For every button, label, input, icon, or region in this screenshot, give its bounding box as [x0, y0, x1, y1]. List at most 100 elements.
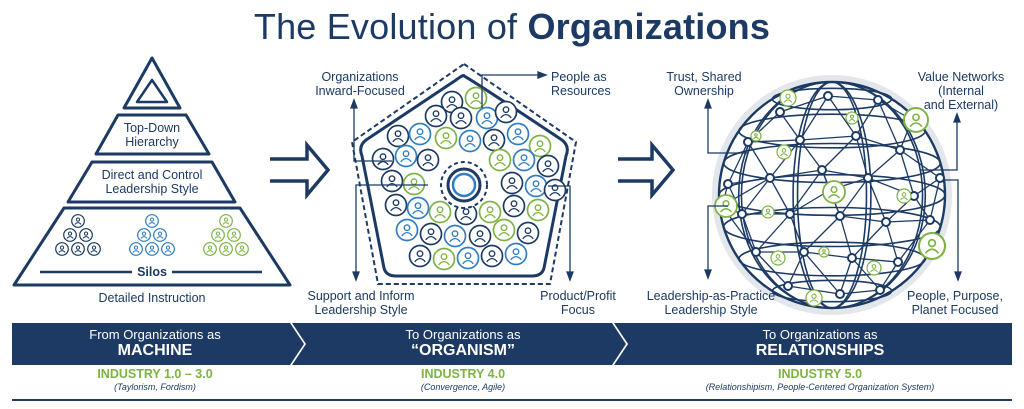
person-icon	[805, 289, 823, 307]
person-icon	[87, 242, 101, 256]
person-icon	[424, 104, 448, 128]
network-node	[775, 107, 785, 117]
pyramid-tier-2	[94, 113, 211, 156]
person-icon	[380, 169, 404, 193]
person-icon	[500, 171, 524, 195]
person-icon	[63, 228, 77, 242]
person-icon	[211, 228, 225, 242]
person-icon	[145, 214, 159, 228]
industry-machine-label: INDUSTRY 1.0 – 3.0	[97, 367, 213, 381]
person-icon	[219, 214, 233, 228]
person-icon	[488, 148, 512, 172]
industry-relationships-detail: (Relationshipism, People-Centered Organi…	[705, 382, 935, 392]
title-regular: The Evolution of	[253, 6, 528, 47]
network-node	[823, 91, 833, 101]
network-node	[765, 173, 775, 183]
industry-relationships: INDUSTRY 5.0 (Relationshipism, People-Ce…	[628, 367, 1012, 392]
network-node	[799, 247, 809, 257]
person-icon	[504, 242, 528, 266]
person-icon	[440, 90, 464, 114]
person-icon	[482, 128, 506, 152]
pyramid-top-triangle	[122, 56, 182, 110]
person-icon	[434, 126, 458, 150]
arrow-icon-1	[270, 140, 331, 200]
person-icon	[161, 242, 175, 256]
industry-relationships-label: INDUSTRY 5.0	[777, 367, 863, 381]
network-node	[783, 281, 793, 291]
person-icon	[475, 106, 499, 130]
person-icon	[524, 174, 548, 198]
silo-people-group	[55, 214, 249, 256]
network-node	[723, 179, 733, 189]
person-icon	[516, 221, 540, 245]
person-icon	[543, 178, 567, 202]
band-machine-subtitle: From Organizations as	[89, 327, 221, 342]
network-node	[751, 247, 761, 257]
industry-machine-detail: (Taylorism, Fordism)	[114, 382, 196, 392]
pyramid-inner-triangle	[135, 78, 169, 104]
person-icon	[449, 106, 473, 130]
industry-machine: INDUSTRY 1.0 – 3.0 (Taylorism, Fordism)	[12, 367, 298, 392]
network-node	[817, 165, 827, 175]
person-icon	[526, 198, 550, 222]
person-icon	[536, 154, 560, 178]
arrow-icon-2	[618, 140, 676, 200]
industry-organism-label: INDUSTRY 4.0	[420, 367, 506, 381]
label-detailed-instruction: Detailed Instruction	[98, 291, 206, 305]
person-icon	[79, 228, 93, 242]
label-silos: Silos	[137, 265, 167, 279]
relationship-globe	[704, 75, 962, 315]
person-icon	[428, 200, 452, 224]
network-node	[795, 135, 805, 145]
person-icon	[416, 148, 440, 172]
person-icon	[917, 231, 947, 261]
network-node	[881, 217, 891, 227]
label-trust-ownership: Trust, Shared Ownership	[666, 70, 742, 98]
person-icon	[227, 228, 241, 242]
person-icon	[456, 246, 480, 270]
person-icon	[386, 124, 410, 148]
person-icon	[55, 242, 69, 256]
person-icon	[203, 242, 217, 256]
band-relationships-title: RELATIONSHIPS	[755, 342, 885, 359]
network-node	[851, 131, 861, 141]
label-leadership-practice: Leadership-as-Practice Leadership Style	[646, 289, 776, 317]
person-icon	[402, 172, 426, 196]
person-icon	[468, 224, 492, 248]
person-icon	[480, 244, 504, 268]
network-node	[737, 209, 747, 219]
label-value-networks: Value Networks (Internal and External)	[917, 70, 1005, 112]
pentagon-inner	[359, 74, 569, 278]
person-icon	[408, 244, 432, 268]
person-icon	[235, 242, 249, 256]
person-icon	[845, 111, 859, 125]
network-node	[835, 211, 845, 221]
label-direct-control: Direct and Control Leadership Style	[101, 168, 203, 196]
person-icon	[145, 242, 159, 256]
label-top-down-hierarchy: Top-Down Hierarchy	[123, 121, 181, 149]
band-relationships-bg	[614, 323, 1012, 365]
person-icon	[750, 130, 762, 142]
person-icon	[512, 148, 536, 172]
person-icon	[395, 218, 419, 242]
bottom-banner	[12, 323, 1012, 401]
band-machine-bg	[12, 323, 304, 365]
person-icon	[71, 242, 85, 256]
network-node	[893, 257, 903, 267]
person-icon	[478, 200, 502, 224]
person-icon	[818, 246, 830, 258]
globe-shadow	[712, 75, 952, 315]
organism-people-group	[371, 86, 567, 271]
person-icon	[219, 242, 233, 256]
label-support-inform: Support and Inform Leadership Style	[307, 289, 415, 317]
person-icon	[71, 214, 85, 228]
person-icon	[406, 196, 430, 220]
person-icon	[896, 188, 912, 204]
person-icon	[528, 134, 552, 158]
globe-nodes	[714, 89, 947, 307]
page-title: The Evolution of Organizations	[0, 6, 1024, 48]
label-inward-focused: Organizations Inward-Focused	[315, 70, 405, 98]
person-icon	[458, 129, 482, 153]
person-icon	[443, 224, 467, 248]
